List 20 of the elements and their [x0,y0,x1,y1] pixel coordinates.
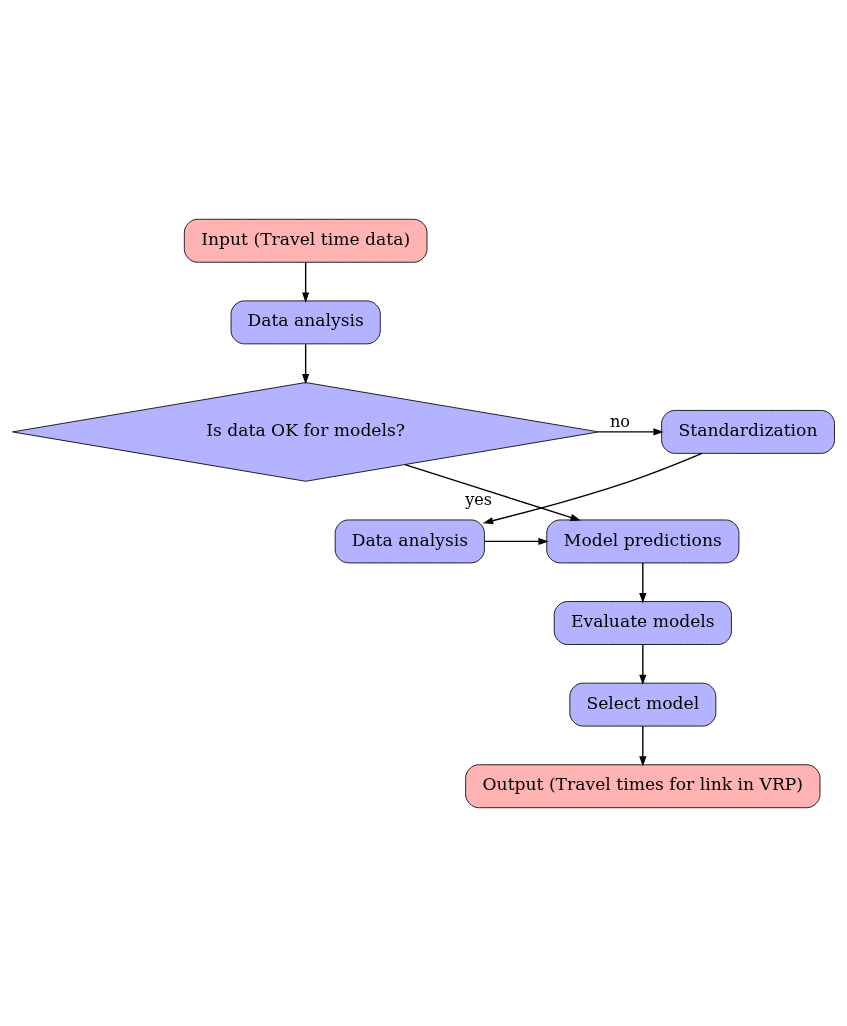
edge-label: yes [465,489,493,509]
arrow [639,561,647,603]
arrow [302,342,310,384]
node-box: Input (Travel time data) [183,218,428,263]
arrow [482,452,703,524]
node-box: Data analysis [334,519,485,563]
node-diamond: Is data OK for models? [12,381,600,482]
arrow [302,261,310,303]
arrow [598,427,664,435]
node-box: Standardization [661,409,835,454]
arrow [639,724,647,767]
arrow [483,537,549,545]
edge-label: no [610,411,631,431]
node-box: Select model [569,682,717,727]
node-box: Output (Travel times for link in VRP) [465,763,821,808]
node-box: Model predictions [546,519,740,563]
node-box: Evaluate models [553,600,732,645]
arrow [404,463,581,521]
node-box: Data analysis [230,299,381,344]
arrow [639,643,647,685]
